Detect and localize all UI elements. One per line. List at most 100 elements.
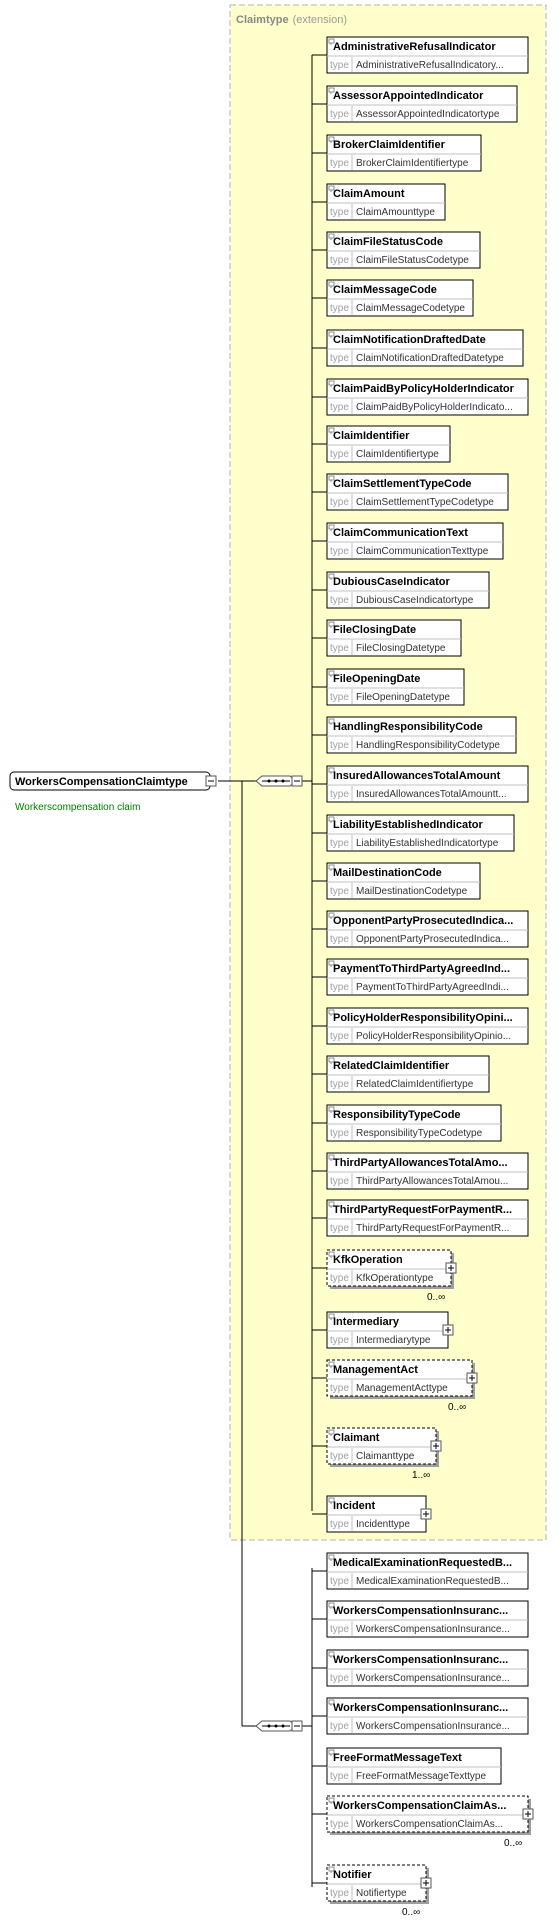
element-type: PolicyHolderResponsibilityOpinio... — [356, 1031, 511, 1042]
element-box — [326, 1495, 427, 1533]
element-type: DubiousCaseIndicatortype — [356, 595, 474, 606]
element-box — [326, 910, 529, 948]
type-keyword: type — [330, 1176, 349, 1187]
type-keyword: type — [330, 595, 349, 606]
element-icon — [328, 475, 335, 482]
element-type: ClaimNotificationDraftedDatetype — [356, 353, 504, 364]
type-keyword: type — [330, 497, 349, 508]
element-box — [326, 571, 490, 609]
sequence-compositor-extension[interactable] — [255, 775, 303, 787]
occurrence-label: 0..∞ — [504, 1838, 522, 1849]
type-keyword: type — [330, 1576, 349, 1587]
element-box — [326, 183, 446, 221]
sequence-collapse-icon[interactable] — [291, 775, 303, 787]
element-name: InsuredAllowancesTotalAmount — [333, 770, 501, 782]
expand-icon[interactable] — [466, 1372, 478, 1384]
type-keyword: type — [330, 1721, 349, 1732]
type-keyword: type — [330, 109, 349, 120]
element-type: WorkersCompensationInsurance... — [356, 1673, 510, 1684]
element-name: AssessorAppointedIndicator — [333, 90, 484, 102]
sequence-compositor-own[interactable] — [255, 1720, 303, 1732]
type-keyword: type — [330, 353, 349, 364]
element-box — [326, 378, 529, 416]
element-name: ClaimFileStatusCode — [333, 236, 443, 248]
element-icon — [328, 136, 335, 143]
element-name: ResponsibilityTypeCode — [333, 1109, 461, 1121]
type-keyword: type — [330, 1819, 349, 1830]
sequence-collapse-icon[interactable] — [291, 1720, 303, 1732]
expand-icon[interactable] — [420, 1877, 432, 1889]
element-name: Claimant — [333, 1432, 380, 1444]
element-box — [326, 1199, 529, 1237]
expand-collapse-icon[interactable] — [205, 775, 217, 787]
element-box — [326, 668, 465, 706]
element-box — [326, 36, 529, 74]
element-icon — [328, 670, 335, 677]
element-name: KfkOperation — [333, 1254, 403, 1266]
element-box — [326, 1007, 529, 1045]
element-icon — [328, 380, 335, 387]
element-name: ClaimPaidByPolicyHolderIndicator — [333, 383, 515, 395]
root-element[interactable]: WorkersCompensationClaimtype — [9, 771, 217, 791]
element-box — [326, 1600, 529, 1638]
type-keyword: type — [330, 449, 349, 460]
element-icon — [328, 718, 335, 725]
element-type: RelatedClaimIdentifiertype — [356, 1079, 474, 1090]
expand-icon[interactable] — [430, 1440, 442, 1452]
element-type: Notifiertype — [356, 1888, 407, 1899]
type-keyword: type — [330, 303, 349, 314]
element-icon — [328, 1554, 335, 1561]
element-icon — [328, 38, 335, 45]
element-name: MedicalExaminationRequestedB... — [333, 1557, 512, 1569]
type-keyword: type — [330, 1128, 349, 1139]
element-icon — [328, 1699, 335, 1706]
expand-icon[interactable] — [420, 1508, 432, 1520]
type-keyword: type — [330, 1888, 349, 1899]
element-name: WorkersCompensationInsuranc... — [333, 1702, 508, 1714]
element-icon — [328, 1361, 335, 1368]
expand-icon[interactable] — [522, 1808, 534, 1820]
element-type: KfkOperationtype — [356, 1273, 434, 1284]
element-icon — [328, 1602, 335, 1609]
element-type: MailDestinationCodetype — [356, 886, 468, 897]
expand-icon[interactable] — [442, 1324, 454, 1336]
expand-icon[interactable] — [445, 1262, 457, 1274]
